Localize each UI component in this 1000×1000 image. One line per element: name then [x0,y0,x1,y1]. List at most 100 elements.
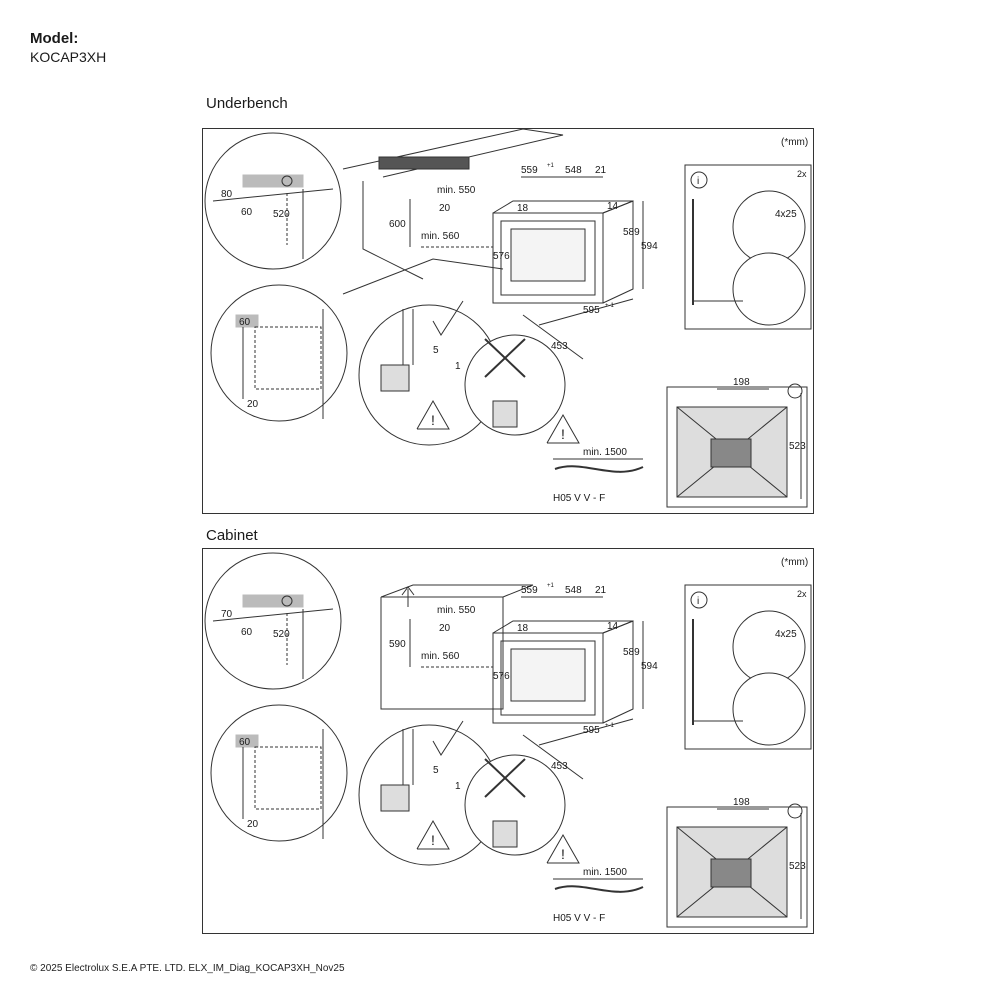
dim-height-callout: 520 [273,629,290,640]
warning-triangle-2 [546,833,580,864]
screw-circle-top [732,190,806,264]
oven-depth-548: 548 [565,585,582,596]
unit-note: (*mm) [781,137,808,148]
cabinet-edge [362,181,424,280]
cable-type: H05 V V - F [553,913,605,924]
oven-body [492,632,604,724]
lower-top-callout: 60 [239,737,251,748]
check-mark [432,300,464,336]
oven-depth-21: 21 [595,585,607,596]
rear-width: 198 [733,377,750,388]
oven-window [510,648,586,702]
cabinet-floor [342,258,504,295]
oven-body [492,212,604,304]
oven-door [500,640,596,716]
niche-min-width: min. 550 [437,605,476,616]
detail-strip [242,594,304,608]
info-icon [690,591,708,609]
cabinet-top [380,584,534,598]
power-icon [281,175,293,187]
info-icon [690,171,708,189]
joint-gap-1: 1 [455,781,461,792]
warning-triangle [416,819,450,850]
oven-depth-559: 559 [521,585,538,596]
oven-depth-453: 453 [551,761,568,772]
rear-height: 523 [789,441,806,452]
joint-circle-wrong [464,754,566,856]
dim-453-line [522,734,584,780]
warning-mark: ! [431,832,435,848]
detail-circle-lower [210,284,348,422]
dim-top-callout: 70 [221,609,233,620]
detail-circle-top [204,552,342,690]
dim-top-callout: 80 [221,189,233,200]
detail-strip [242,174,304,188]
rear-power-icon [787,383,803,399]
joint-wood [380,784,410,812]
warning-triangle-2 [546,413,580,444]
model-label: Model: [30,30,79,47]
warning-mark: ! [431,412,435,428]
niche-height: 590 [389,639,406,650]
niche-depth-gap: 20 [439,203,451,214]
rear-fan [710,438,752,468]
dim-453-line [522,314,584,360]
lower-bottom-callout: 20 [247,819,259,830]
oven-depth-559: 559 [521,165,538,176]
oven-depth-21: 21 [595,165,607,176]
oven-side [602,200,634,304]
rear-panel [666,806,808,928]
niche-min-depth: min. 560 [421,651,460,662]
lower-strip [235,314,259,328]
up-arrow-head [401,586,415,596]
cabinet-outline [380,596,504,710]
oven-width-sup: +-1 [605,723,615,729]
niche-min-depth: min. 560 [421,231,460,242]
dim-height-callout: 520 [273,209,290,220]
dim-left-callout: 60 [241,627,253,638]
oven-depth-sup: +1 [547,583,555,589]
rear-power-icon [787,803,803,819]
footer-copyright: © 2025 Electrolux S.E.A PTE. LTD. ELX_IM… [30,963,345,974]
oven-width-595: 595 [583,305,600,316]
lower-top-callout: 60 [239,317,251,328]
oven-side [602,620,634,724]
cable-type: H05 V V - F [553,493,605,504]
screws-panel [684,584,812,750]
check-mark [432,720,464,756]
detail-circle-top [204,132,342,270]
oven-depth-453: 453 [551,341,568,352]
lower-bottom-callout: 20 [247,399,259,410]
warning-mark-2: ! [561,426,565,442]
warning-triangle [416,399,450,430]
oven-height-594: 594 [641,661,658,672]
niche-depth-gap: 20 [439,623,451,634]
lower-niche [254,326,322,390]
screw-circle-top [732,610,806,684]
oven-window [510,228,586,282]
detail-shelf [212,608,334,622]
oven-depth-548: 548 [565,165,582,176]
joint-gap-5: 5 [433,765,439,776]
cross-line-b [484,338,526,378]
rear-width: 198 [733,797,750,808]
screw-circle-bottom [732,252,806,326]
dim-595-line [538,298,634,326]
detail-shelf [212,188,334,202]
screw-size: 4x25 [775,629,797,640]
joint-circle-wrong [464,334,566,436]
unit-note: (*mm) [781,557,808,568]
oven-height-589: 589 [623,647,640,658]
oven-top-gap: 18 [517,623,529,634]
cable-line [554,465,644,473]
oven-door [500,220,596,296]
joint-wood [380,364,410,392]
wrong-wood [492,820,518,848]
dim-left-callout: 60 [241,207,253,218]
rear-fan [710,858,752,888]
oven-top-gap: 18 [517,203,529,214]
detail-circle-lower [210,704,348,842]
lower-niche [254,746,322,810]
